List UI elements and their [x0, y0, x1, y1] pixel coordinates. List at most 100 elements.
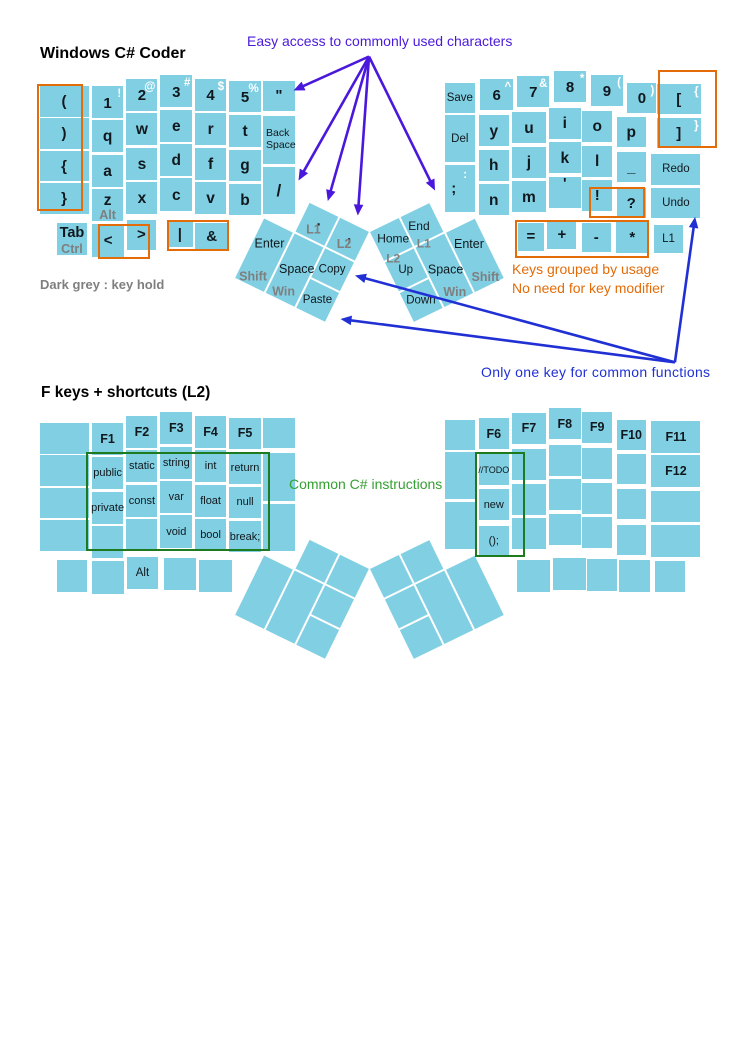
annotation-arrow-line	[367, 55, 433, 184]
key-symbol: [{	[657, 84, 701, 115]
key-const: const	[126, 484, 158, 517]
key-label: void	[166, 525, 187, 538]
key-l: l	[582, 145, 612, 177]
annotation-no-modifier: No need for key modifier	[512, 280, 665, 296]
key-label: u	[524, 119, 534, 137]
key-label: F12	[665, 463, 687, 478]
key-label: e	[171, 117, 181, 135]
key-static: static	[126, 450, 158, 483]
key-f10: F10	[617, 419, 646, 450]
key-blank	[444, 502, 476, 549]
key-label: F7	[521, 421, 537, 435]
key-label: L1	[662, 232, 675, 245]
key-label: ();	[488, 535, 499, 547]
key-label: Home	[377, 230, 410, 245]
key-label: Del	[451, 132, 469, 145]
key-w: w	[126, 113, 158, 146]
key-shift-symbol: !	[117, 88, 122, 100]
key-hold-function: L1	[416, 235, 431, 250]
key-y: y	[478, 115, 509, 146]
key-blank	[617, 525, 646, 555]
key-symbol: )	[39, 118, 89, 149]
key-label: ]	[676, 124, 682, 142]
annotation-arrow-head	[355, 273, 367, 284]
orange-highlight-box	[515, 220, 650, 259]
key-blank	[582, 517, 612, 549]
key-label: "	[275, 87, 283, 105]
key-5: 5%	[229, 80, 261, 113]
key-label: new	[483, 498, 504, 511]
key-m: m	[512, 181, 546, 213]
key-blank	[39, 455, 89, 486]
annotation-easy-access: Easy access to commonly used characters	[247, 32, 513, 49]
annotation-arrow-line	[348, 318, 676, 364]
key-null: null	[229, 486, 261, 518]
annotation-arrow-head	[688, 216, 699, 229]
key-public: public	[92, 457, 124, 490]
annotation-arrow-head	[298, 168, 309, 181]
key-label: 3	[172, 83, 181, 101]
key-var: var	[160, 481, 193, 514]
key-label: ;	[451, 180, 457, 197]
key-label: t	[242, 122, 248, 140]
key-shift-symbol: :	[463, 169, 468, 181]
key-label: p	[626, 124, 636, 142]
key-label: F2	[134, 424, 150, 439]
key-blank	[654, 561, 685, 592]
key-label: *	[629, 229, 636, 247]
key-shift-symbol: &	[539, 77, 548, 90]
key-blank	[582, 447, 612, 479]
key-4: 4$	[195, 78, 227, 111]
key-new: new	[478, 489, 509, 520]
key-label: 5	[240, 88, 250, 106]
key-float: float	[195, 484, 227, 517]
key-symbol: +	[547, 220, 577, 250]
key-label: ?	[626, 194, 636, 212]
key-blank	[549, 444, 581, 476]
annotation-only-one-key: Only one key for common functions	[481, 364, 711, 380]
key-label: static	[129, 460, 155, 473]
key-label: Down	[406, 293, 436, 306]
key-blank	[516, 559, 550, 592]
key-t: t	[229, 115, 261, 147]
key-label: )	[61, 125, 67, 143]
key-label: End	[408, 218, 430, 233]
key-shift-symbol: @	[144, 80, 156, 93]
key-label: Up	[398, 263, 414, 276]
key-label: z	[103, 192, 112, 210]
key-hold-function: L1	[305, 222, 321, 237]
key-symbol: &	[195, 223, 228, 251]
key-hold-function: Shift	[238, 268, 267, 283]
key-symbol: !	[582, 180, 612, 212]
key-c: c	[160, 178, 193, 211]
key-symbol: "	[263, 80, 295, 111]
key-label: bool	[200, 528, 221, 541]
key-hold-function: L2	[386, 250, 401, 265]
key-label: private	[91, 501, 125, 514]
key-hold-function: Ctrl	[61, 242, 83, 257]
key-label: k	[560, 149, 570, 167]
annotation-keys-grouped: Keys grouped by usage	[512, 261, 660, 277]
key-label: Enter	[254, 236, 284, 251]
key-label: return	[230, 461, 260, 474]
key-label: w	[135, 121, 148, 139]
key-label: Save	[446, 91, 473, 104]
key-label: /	[276, 180, 282, 200]
key-f5: F5	[229, 417, 261, 450]
annotation-arrow-head	[326, 189, 336, 201]
key-f7: F7	[512, 412, 546, 444]
key-blank	[651, 490, 701, 523]
key-save: Save	[444, 82, 476, 113]
key-symbol: /	[263, 166, 295, 215]
key-blank	[57, 559, 87, 593]
key-8: 8*	[553, 71, 587, 102]
key-symbol: -	[581, 222, 611, 252]
key-symbol: =	[517, 222, 545, 252]
key-blank	[199, 560, 232, 592]
key-symbol: <	[92, 224, 125, 257]
key-label: >	[137, 226, 146, 244]
key-label: [	[676, 90, 682, 108]
key-label: c	[171, 186, 181, 204]
key-label: n	[489, 191, 499, 209]
